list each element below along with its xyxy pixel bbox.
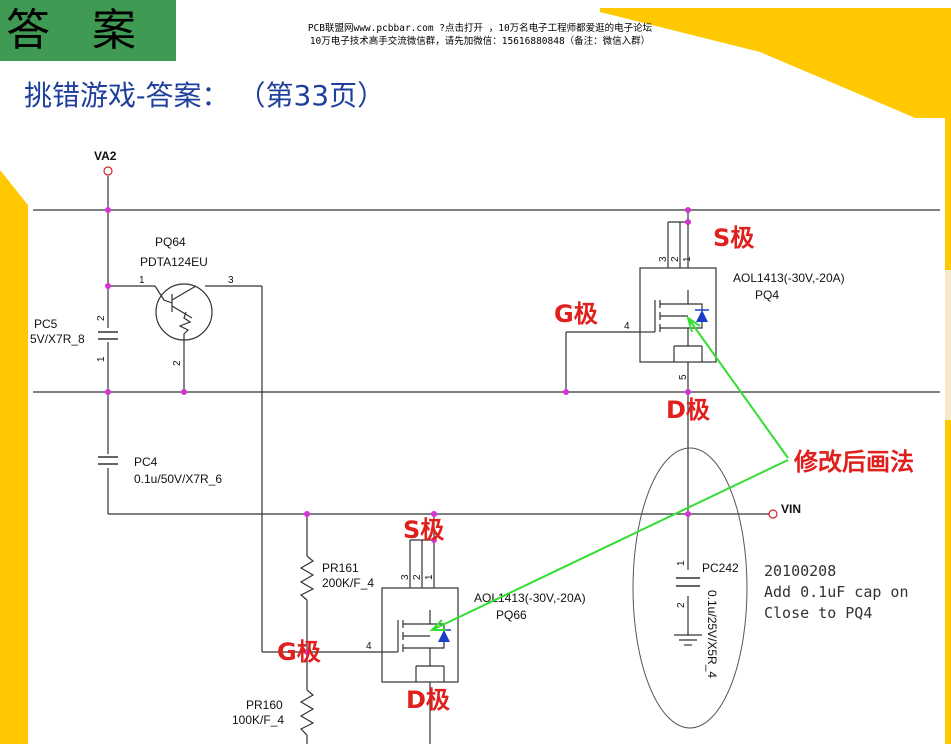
pc5-pin-1: 1 [96,356,107,362]
pc4-value: 0.1u/50V/X7R_6 [134,472,222,486]
pq4-g-pole-label: G极 [554,300,598,328]
pr160-value: 100K/F_4 [232,713,284,727]
capacitor-pc242 [676,577,700,587]
deco-right-top-shape [600,8,951,120]
highlight-ellipse [632,447,748,729]
junction-dots [105,207,691,655]
pq66-pin-3: 3 [400,574,411,580]
pq64-part: PDTA124EU [140,255,208,269]
pq4-s-pole-label: S极 [713,224,754,252]
title-page-open: （第 [251,79,294,112]
note-line-3: Close to PQ4 [764,604,872,622]
pq4-pin-4: 4 [624,321,630,332]
green-arrows [429,315,789,631]
title-page-number: 33 [293,79,330,112]
pq66-d-pole-label: D极 [406,686,450,714]
pq66-pin-2: 2 [412,574,423,580]
pr161-value: 200K/F_4 [322,576,374,590]
resistor-pr161 [299,555,315,601]
pq66-pin-4: 4 [366,641,372,652]
pq66-part: AOL1413(-30V,-20A) [474,591,586,605]
pc242-value: 0.1u/25V/X5R_4 [705,590,719,678]
pq4-pin-1: 1 [682,256,693,262]
pq4-d-pole-label: D极 [666,396,710,424]
pc242-pin-2: 2 [676,602,687,608]
pc5-pin-2: 2 [96,315,107,321]
resistor-pr160 [299,689,315,736]
net-label-vin: VIN [781,502,801,516]
pr161-ref: PR161 [322,561,359,575]
schematic-panel [32,118,945,744]
pq64-pin-1: 1 [139,275,145,286]
pq64-ref: PQ64 [155,235,186,249]
net-label-va2: VA2 [94,149,117,163]
pc242-ref: PC242 [702,561,739,575]
mosfet-pq66 [381,587,459,683]
pq66-g-pole-label: G极 [277,638,321,666]
capacitor-pc5 [96,328,120,342]
capacitor-pc4 [96,454,120,468]
watermark-line-2: 10万电子技术高手交流微信群，请先加微信：15616880848（备注：微信入群… [309,36,651,47]
pq4-part: AOL1413(-30V,-20A) [733,271,845,285]
pq66-ref: PQ66 [496,608,527,622]
watermark-line-1: PCB联盟网www.pcbbar.com ?点击打开 ，10万名电子工程师都爱逛… [307,23,653,34]
transistor-pq64 [154,283,213,341]
mosfet-pq4 [639,267,717,363]
pq64-pin-2: 2 [172,360,183,366]
pq4-pin-5: 5 [678,374,689,380]
pc4-ref: PC4 [134,455,158,469]
page-title: 挑错游戏-答案： （第33页） [24,74,385,114]
deco-left-top-shape [0,170,28,744]
vin-terminal [768,509,778,519]
pr160-ref: PR160 [246,698,283,712]
pq66-pin-1: 1 [424,574,435,580]
pq4-pin-3: 3 [658,256,669,262]
pq64-pin-3: 3 [228,275,234,286]
pc5-ref: PC5 [34,317,58,331]
note-line-1: 20100208 [764,562,836,580]
pq66-s-pole-label: S极 [403,516,444,544]
pq4-pin-2: 2 [670,256,681,262]
deco-right-white-strip [940,270,951,420]
title-prefix: 挑错游戏-答案： [24,79,230,112]
note-line-2: Add 0.1uF cap on [764,583,909,601]
ground-symbol [674,634,702,646]
title-page-close: 页） [329,79,386,112]
va2-terminal [103,166,113,176]
pc5-value: 5V/X7R_8 [30,332,85,346]
wires [33,176,940,744]
modified-drawing-label: 修改后画法 [793,448,914,476]
answer-badge: 答 案 [0,0,176,61]
pq4-ref: PQ4 [755,288,779,302]
watermark-text: PCB联盟网www.pcbbar.com ?点击打开 ，10万名电子工程师都爱逛… [240,22,720,48]
pc242-pin-1: 1 [676,560,687,566]
